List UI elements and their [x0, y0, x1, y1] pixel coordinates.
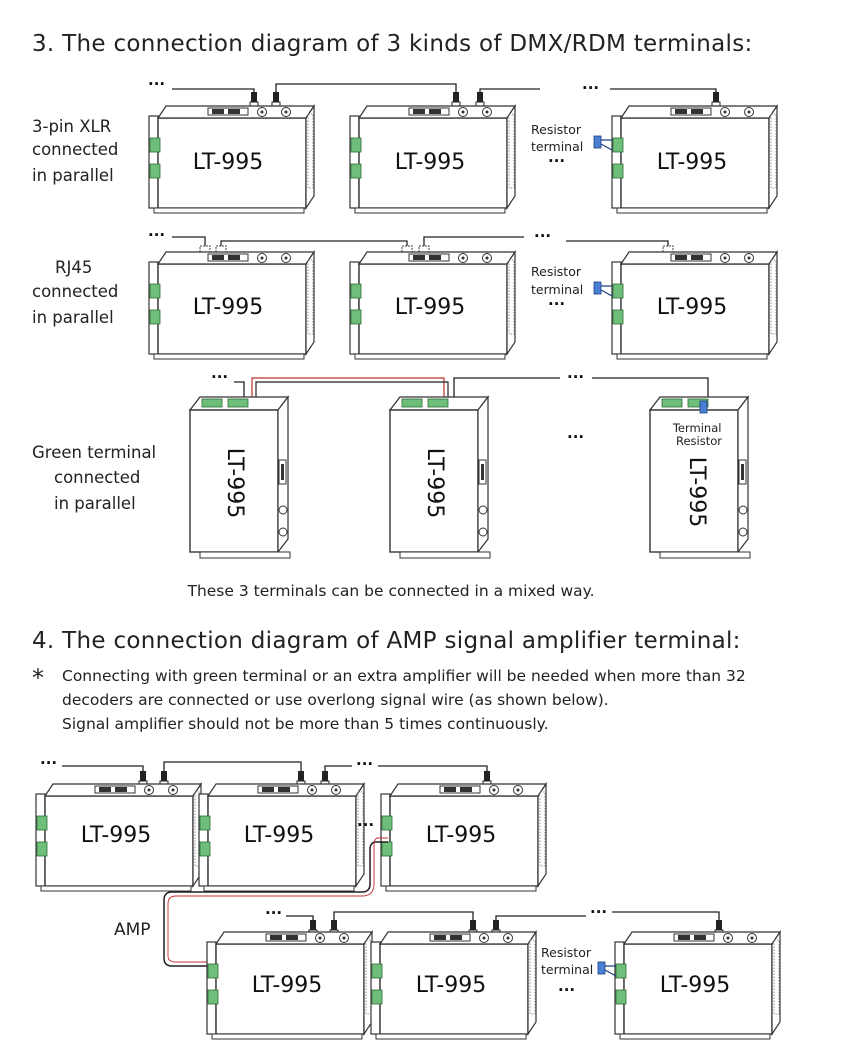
row-green-terminal: Green terminal connected in parallel ···…: [32, 368, 751, 559]
device-box: LT-995: [35, 783, 202, 892]
device-label: LT-995: [660, 973, 731, 998]
resistor-icon: [593, 281, 602, 295]
device-label: LT-995: [244, 823, 315, 848]
resistor-terminal-label: Resistor terminal: [531, 264, 585, 297]
amp-link-wire: [163, 841, 388, 967]
resistor-terminal-label: Resistor terminal: [531, 122, 585, 154]
section-3-footer: These 3 terminals can be connected in a …: [186, 582, 594, 600]
resistor-icon: [597, 961, 606, 975]
device-label: LT-995: [193, 295, 264, 320]
device-box: LT-995: [611, 105, 778, 214]
device-box: LT-995: [148, 251, 315, 360]
device-box: LT-995: [380, 783, 547, 892]
device-label: LT-995: [222, 448, 247, 519]
ellipsis: ···: [548, 295, 565, 313]
device-box: LT-995: [389, 396, 491, 559]
device-box: LT-995: [649, 396, 751, 559]
ellipsis: ···: [148, 75, 165, 93]
row-rj45: RJ45 connected in parallel ··· ··· LT-99…: [32, 226, 778, 360]
device-box: LT-995: [611, 251, 778, 360]
device-label: LT-995: [252, 973, 323, 998]
ellipsis: ···: [148, 226, 165, 244]
device-box: LT-995: [198, 783, 365, 892]
ellipsis: ···: [357, 816, 374, 834]
device-box: LT-995: [349, 251, 516, 360]
device-label: LT-995: [193, 150, 264, 175]
device-box: LT-995: [614, 931, 781, 1040]
amp-top-row: ··· ··· LT-995 LT-995 LT-995 ···: [35, 754, 547, 892]
row-rj45-label: RJ45 connected in parallel: [32, 258, 124, 327]
ellipsis: ···: [356, 755, 373, 773]
ellipsis: ···: [265, 904, 282, 922]
section-4-note: Connecting with green terminal or an ext…: [62, 667, 751, 733]
device-label: LT-995: [657, 150, 728, 175]
row-xlr-label: 3-pin XLR connected in parallel: [32, 117, 124, 185]
asterisk-note-icon: *: [32, 664, 44, 692]
device-box: LT-995: [370, 931, 537, 1040]
ellipsis: ···: [567, 428, 584, 446]
device-label: LT-995: [684, 457, 709, 528]
resistor-icon: [593, 135, 602, 149]
section-4-title: 4. The connection diagram of AMP signal …: [32, 628, 741, 654]
amp-bottom-row: ··· ··· LT-995 LT-995 LT-995 Resistor te…: [206, 903, 781, 1040]
ellipsis: ···: [534, 227, 551, 245]
resistor-icon: [699, 400, 708, 414]
device-label: LT-995: [395, 295, 466, 320]
device-label: LT-995: [422, 448, 447, 519]
device-box: LT-995: [206, 931, 373, 1040]
ellipsis: ···: [40, 754, 57, 772]
resistor-terminal-label: Resistor terminal: [541, 945, 595, 977]
device-box: LT-995: [189, 396, 291, 559]
device-box: LT-995: [148, 105, 315, 214]
amp-label: AMP: [114, 920, 151, 940]
section-3-title: 3. The connection diagram of 3 kinds of …: [32, 31, 753, 57]
ellipsis: ···: [548, 152, 565, 170]
device-label: LT-995: [416, 973, 487, 998]
row-xlr: 3-pin XLR connected in parallel ··· ··· …: [32, 75, 778, 214]
device-label: LT-995: [657, 295, 728, 320]
ellipsis: ···: [567, 368, 584, 386]
device-label: LT-995: [395, 150, 466, 175]
ellipsis: ···: [590, 903, 607, 921]
ellipsis: ···: [582, 79, 599, 97]
row-green-label: Green terminal connected in parallel: [32, 443, 161, 513]
ellipsis: ···: [558, 981, 575, 999]
ellipsis: ···: [211, 368, 228, 386]
device-label: LT-995: [426, 823, 497, 848]
device-label: LT-995: [81, 823, 152, 848]
terminal-resistor-label: Terminal Resistor: [672, 421, 725, 448]
device-box: LT-995: [349, 105, 516, 214]
